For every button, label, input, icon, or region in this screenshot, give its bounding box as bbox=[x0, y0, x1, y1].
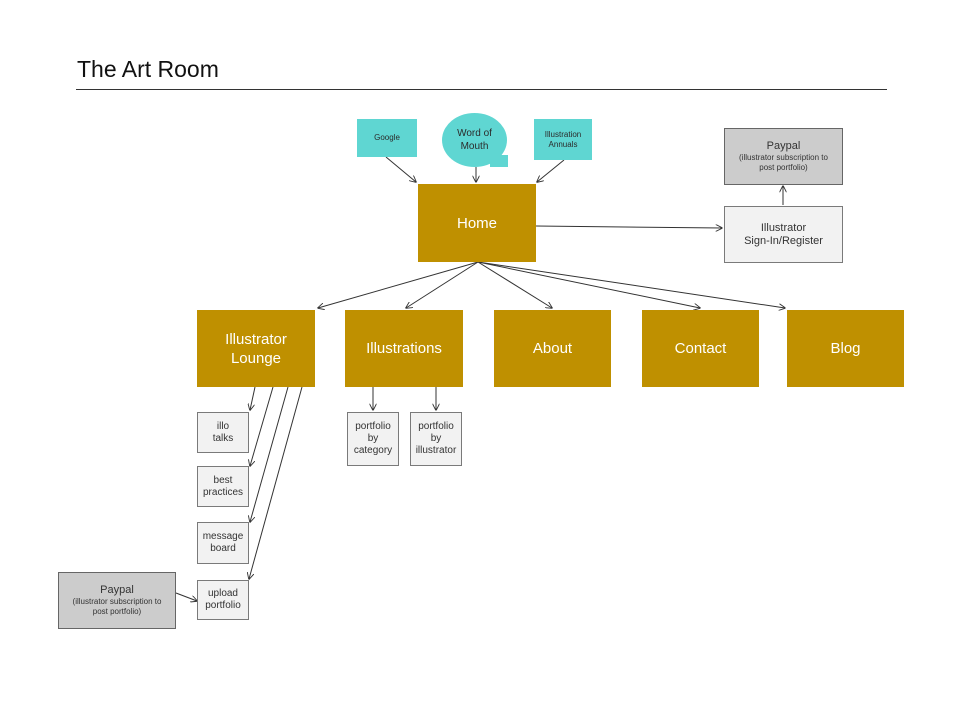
about-node[interactable]: About bbox=[494, 310, 611, 387]
edge-google-home bbox=[385, 156, 416, 182]
paypal-top-title: Paypal bbox=[766, 140, 801, 152]
illustrator-sign-in-label: Illustrator Sign-In/Register bbox=[744, 221, 823, 247]
home-label: Home bbox=[456, 214, 497, 232]
illo-talks-label: illo talks bbox=[212, 420, 234, 444]
google-node[interactable]: Google bbox=[357, 119, 417, 157]
bubble-tail bbox=[490, 155, 508, 167]
portfolio-by-illustrator-node[interactable]: portfolio by illustrator bbox=[410, 412, 462, 466]
home-node[interactable]: Home bbox=[418, 184, 536, 262]
edge-home-illustrations bbox=[406, 261, 479, 308]
best-practices-node[interactable]: best practices bbox=[197, 466, 249, 507]
message-board-label: message board bbox=[202, 531, 244, 554]
illustration-annuals-label: Illustration Annuals bbox=[544, 129, 582, 149]
paypal-top-subtitle: (illustrator subscription to post portfo… bbox=[739, 153, 828, 172]
illustrations-label: Illustrations bbox=[366, 340, 442, 357]
illustration-annuals-node[interactable]: Illustration Annuals bbox=[534, 119, 592, 160]
edge-lounge-upload bbox=[249, 386, 303, 579]
illustrator-lounge-node[interactable]: Illustrator Lounge bbox=[197, 310, 315, 387]
page-title: The Art Room bbox=[77, 56, 219, 82]
upload-portfolio-label: upload portfolio bbox=[205, 588, 241, 611]
portfolio-by-category-node[interactable]: portfolio by category bbox=[347, 412, 399, 466]
edge-home-contact bbox=[477, 261, 700, 308]
title-divider bbox=[76, 89, 887, 90]
blog-node[interactable]: Blog bbox=[787, 310, 904, 387]
portfolio-by-illustrator-label: portfolio by illustrator bbox=[415, 421, 457, 456]
illustrator-lounge-label: Illustrator Lounge bbox=[225, 330, 287, 367]
blog-label: Blog bbox=[830, 340, 861, 357]
best-practices-label: best practices bbox=[202, 474, 243, 498]
edge-home-signin bbox=[535, 226, 722, 228]
google-label: Google bbox=[374, 133, 400, 142]
upload-portfolio-node[interactable]: upload portfolio bbox=[197, 580, 249, 620]
edge-annuals-home bbox=[537, 159, 565, 182]
illustrator-sign-in-node[interactable]: Illustrator Sign-In/Register bbox=[724, 206, 843, 263]
contact-label: Contact bbox=[674, 340, 727, 357]
paypal-bottom-node[interactable]: Paypal (illustrator subscription to post… bbox=[58, 572, 176, 629]
illo-talks-node[interactable]: illo talks bbox=[197, 412, 249, 453]
portfolio-by-category-label: portfolio by category bbox=[353, 421, 393, 456]
edge-lounge-illo bbox=[250, 386, 256, 410]
paypal-top-node[interactable]: Paypal (illustrator subscription to post… bbox=[724, 128, 843, 185]
edge-lounge-message bbox=[250, 386, 289, 522]
edge-home-about bbox=[477, 261, 552, 308]
about-label: About bbox=[532, 340, 573, 357]
edge-paypal-upload bbox=[175, 592, 197, 601]
paypal-bottom-title: Paypal bbox=[100, 584, 134, 596]
edge-lounge-best bbox=[250, 386, 274, 466]
word-of-mouth-label: Word of Mouth bbox=[457, 128, 492, 152]
edge-home-lounge bbox=[318, 261, 479, 308]
illustrations-node[interactable]: Illustrations bbox=[345, 310, 463, 387]
contact-node[interactable]: Contact bbox=[642, 310, 759, 387]
message-board-node[interactable]: message board bbox=[197, 522, 249, 564]
paypal-bottom-subtitle: (illustrator subscription to post portfo… bbox=[72, 597, 162, 616]
edge-home-blog bbox=[477, 261, 785, 308]
